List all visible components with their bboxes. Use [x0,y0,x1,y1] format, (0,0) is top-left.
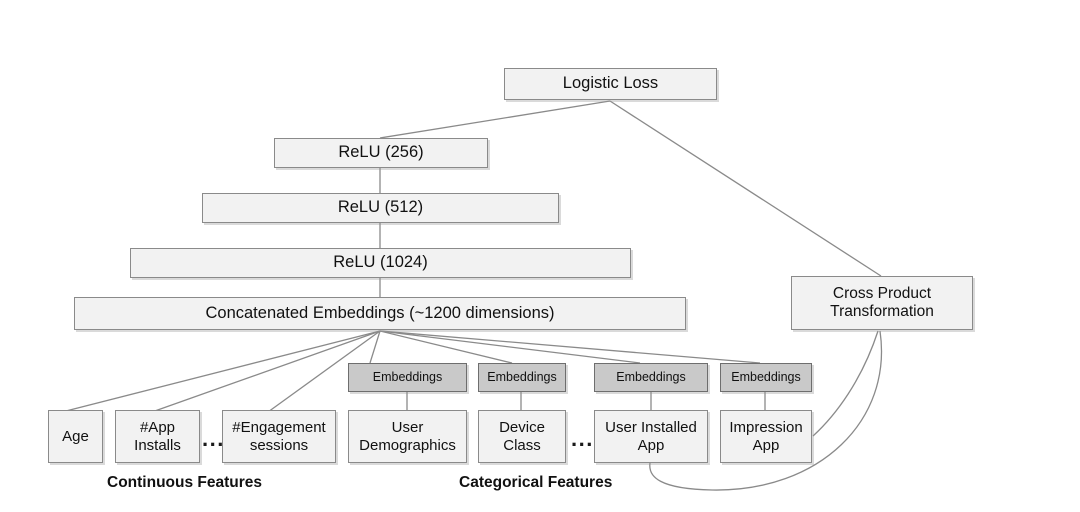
edge-age-to-concat [61,330,381,413]
node-feature-engagement-sessions-line2: sessions [249,436,309,454]
group-label-categorical-features: Categorical Features [459,474,612,492]
node-logistic-loss[interactable]: Logistic Loss [504,68,717,100]
node-feature-user-installed-app-line1: User Installed [605,418,697,436]
node-relu-256-label: ReLU (256) [338,143,424,162]
edge-impressionapp-to-cross [812,330,879,437]
node-feature-user-demographics-line1: User [391,418,424,436]
node-feature-impression-app[interactable]: Impression App [720,410,812,463]
group-label-continuous-features-text: Continuous Features [107,474,263,491]
node-cross-product-line2: Transformation [830,303,934,320]
node-relu-512-label: ReLU (512) [337,198,424,217]
node-feature-device-class-line2: Class [503,436,541,454]
node-embeddings-4-label: Embeddings [731,370,801,385]
node-feature-impression-app-text: Impression App [729,419,802,454]
node-feature-device-class-line1: Device [499,418,545,436]
edge-embeddings4-to-concat [379,330,761,364]
node-embeddings-3[interactable]: Embeddings [594,363,708,392]
node-relu-256[interactable]: ReLU (256) [274,138,488,168]
edge-embeddings3-to-concat [379,330,641,364]
node-logistic-loss-label: Logistic Loss [562,74,659,93]
group-label-continuous-features: Continuous Features [107,474,262,492]
node-feature-user-installed-app-text: User Installed App [605,419,697,454]
ellipsis-categorical-label: ... [571,426,594,451]
node-feature-user-installed-app[interactable]: User Installed App [594,410,708,463]
node-feature-user-installed-app-line2: App [637,436,665,454]
node-relu-1024[interactable]: ReLU (1024) [130,248,631,278]
node-feature-impression-app-line2: App [752,436,780,454]
node-feature-engagement-sessions-line1: #Engagement [232,418,326,436]
node-feature-app-installs[interactable]: #App Installs [115,410,200,463]
node-concatenated-embeddings[interactable]: Concatenated Embeddings (~1200 dimension… [74,297,686,330]
ellipsis-categorical: ... [571,428,594,450]
node-feature-device-class[interactable]: Device Class [478,410,566,463]
node-feature-app-installs-text: #App Installs [134,419,181,454]
node-concatenated-embeddings-label: Concatenated Embeddings (~1200 dimension… [205,303,555,322]
node-embeddings-3-label: Embeddings [616,370,686,385]
node-embeddings-1-label: Embeddings [372,370,443,385]
node-cross-product-line1: Cross Product [832,284,932,302]
node-embeddings-1[interactable]: Embeddings [348,363,467,392]
node-embeddings-2[interactable]: Embeddings [478,363,566,392]
node-feature-user-demographics[interactable]: User Demographics [348,410,467,463]
node-feature-user-demographics-text: User Demographics [359,419,456,454]
ellipsis-continuous-label: ... [202,426,225,451]
edge-embeddings1-to-concat [369,330,381,364]
edge-embeddings2-to-concat [379,330,513,364]
group-label-categorical-features-text: Categorical Features [459,474,613,491]
edge-appinstalls-to-concat [151,330,381,413]
edge-loss-to-cross [609,100,882,277]
node-feature-engagement-sessions[interactable]: #Engagement sessions [222,410,336,463]
node-embeddings-2-label: Embeddings [487,370,557,385]
node-feature-user-demographics-line2: Demographics [359,436,456,454]
node-feature-age[interactable]: Age [48,410,103,463]
node-embeddings-4[interactable]: Embeddings [720,363,812,392]
node-feature-impression-app-line1: Impression [729,418,803,436]
node-relu-1024-label: ReLU (1024) [333,253,428,272]
node-feature-device-class-text: Device Class [499,419,545,454]
edge-relu256-to-loss [379,100,611,139]
node-feature-app-installs-line2: Installs [134,436,181,454]
node-cross-product-transformation[interactable]: Cross Product Transformation [791,276,973,330]
node-feature-app-installs-line1: #App [139,418,176,436]
node-relu-512[interactable]: ReLU (512) [202,193,559,223]
ellipsis-continuous: ... [202,428,225,450]
node-cross-product-text: Cross Product Transformation [830,285,934,322]
node-feature-age-label: Age [62,427,89,445]
node-feature-engagement-sessions-text: #Engagement sessions [232,419,325,454]
